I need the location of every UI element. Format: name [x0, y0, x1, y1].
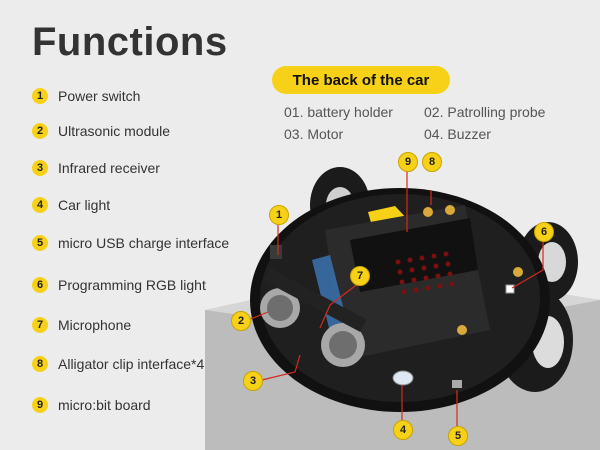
feature-rgb-light: 6 Programming RGB light [32, 274, 206, 296]
feature-number: 4 [32, 197, 48, 213]
feature-label: Car light [58, 197, 111, 213]
page-title: Functions [32, 20, 228, 64]
feature-infrared-receiver: 3 Infrared receiver [32, 157, 160, 179]
feature-alligator-clip: 8 Alligator clip interface*4 [32, 353, 204, 375]
callout-4: 4 [393, 420, 413, 440]
back-item-motor: 03. Motor [284, 126, 344, 142]
feature-number: 5 [32, 235, 48, 251]
feature-microbit-board: 9 micro:bit board [32, 394, 151, 416]
callout-1: 1 [269, 205, 289, 225]
feature-number: 6 [32, 277, 48, 293]
feature-number: 3 [32, 160, 48, 176]
callout-7: 7 [350, 266, 370, 286]
feature-microphone: 7 Microphone [32, 314, 131, 336]
feature-label: micro USB charge interface [58, 235, 230, 251]
feature-label: Infrared receiver [58, 160, 160, 176]
back-item-buzzer: 04. Buzzer [424, 126, 491, 142]
callout-6: 6 [534, 222, 554, 242]
callout-5: 5 [448, 426, 468, 446]
feature-car-light: 4 Car light [32, 194, 110, 216]
feature-label: Programming RGB light [58, 277, 206, 293]
feature-usb-charge-interface: 5 micro USB charge interface [32, 232, 229, 254]
feature-label: Microphone [58, 317, 132, 333]
feature-number: 7 [32, 317, 48, 333]
callout-3: 3 [243, 371, 263, 391]
feature-label: Alligator clip interface*4 [58, 356, 205, 372]
feature-power-switch: 1 Power switch [32, 85, 140, 107]
feature-number: 1 [32, 88, 48, 104]
feature-label: Power switch [58, 88, 141, 104]
back-item-battery-holder: 01. battery holder [284, 104, 393, 120]
feature-label: Ultrasonic module [58, 123, 171, 139]
feature-label: micro:bit board [58, 397, 151, 413]
feature-number: 2 [32, 123, 48, 139]
feature-number: 9 [32, 397, 48, 413]
callout-8: 8 [422, 152, 442, 172]
back-item-patrolling-probe: 02. Patrolling probe [424, 104, 546, 120]
feature-ultrasonic-module: 2 Ultrasonic module [32, 120, 170, 142]
back-of-car-badge: The back of the car [272, 66, 450, 94]
feature-number: 8 [32, 356, 48, 372]
callout-9: 9 [398, 152, 418, 172]
callout-2: 2 [231, 311, 251, 331]
